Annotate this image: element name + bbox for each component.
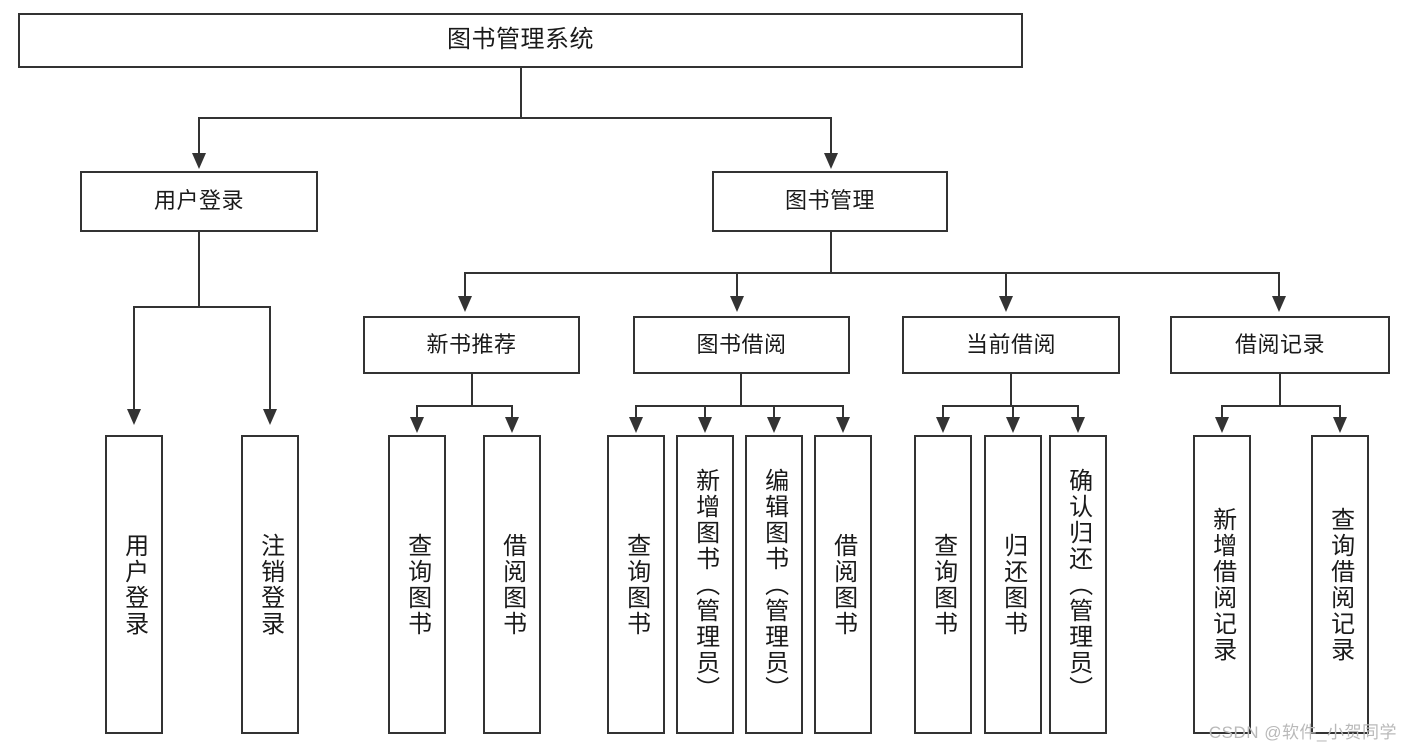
- connector-borrow-records-c1: [1221, 405, 1223, 419]
- arrow-root-to-user-login: [192, 153, 206, 169]
- node-label: 借阅记录: [1234, 331, 1325, 357]
- connector-new-book-c2: [511, 405, 513, 419]
- connector-root-to-user-login: [198, 117, 200, 155]
- connector-current-borrow-trunk: [1010, 374, 1012, 407]
- arrow-to-new-book: [458, 296, 472, 312]
- arrow-current-borrow-c2: [1006, 417, 1020, 433]
- arrow-to-book-borrow: [730, 296, 744, 312]
- arrow-book-borrow-c4: [836, 417, 850, 433]
- node-user-login[interactable]: 用户登录: [80, 171, 318, 232]
- leaf-current-borrow-confirm[interactable]: 确认归还（管理员）: [1049, 435, 1107, 734]
- connector-book-manage-bar: [464, 272, 1280, 274]
- node-label: 新增借阅记录: [1208, 506, 1236, 663]
- connector-current-borrow-c3: [1077, 405, 1079, 419]
- node-label: 借阅图书: [498, 532, 526, 637]
- node-label: 编辑图书（管理员）: [760, 467, 788, 702]
- leaf-new-book-query[interactable]: 查询图书: [388, 435, 446, 734]
- connector-book-borrow-c2: [704, 405, 706, 419]
- leaf-user-login-login[interactable]: 用户登录: [105, 435, 163, 734]
- node-label: 查询图书: [929, 532, 957, 637]
- connector-user-login-trunk: [198, 232, 200, 308]
- arrow-book-borrow-c1: [629, 417, 643, 433]
- node-label: 归还图书: [999, 532, 1027, 637]
- arrow-user-login-left: [127, 409, 141, 425]
- connector-borrow-records-trunk: [1279, 374, 1281, 407]
- arrow-new-book-c1: [410, 417, 424, 433]
- node-label: 新增图书（管理员）: [691, 467, 719, 702]
- node-label: 查询图书: [622, 532, 650, 637]
- connector-current-borrow-bar: [942, 405, 1079, 407]
- arrow-to-current-borrow: [999, 296, 1013, 312]
- connector-new-book-trunk: [471, 374, 473, 407]
- node-current-borrow[interactable]: 当前借阅: [902, 316, 1120, 374]
- connector-book-borrow-c3: [773, 405, 775, 419]
- arrow-current-borrow-c1: [936, 417, 950, 433]
- node-label: 图书借阅: [696, 331, 787, 357]
- leaf-book-borrow-edit[interactable]: 编辑图书（管理员）: [745, 435, 803, 734]
- arrow-book-borrow-c2: [698, 417, 712, 433]
- connector-book-manage-trunk: [830, 232, 832, 274]
- leaf-book-borrow-borrow[interactable]: 借阅图书: [814, 435, 872, 734]
- connector-new-book-bar: [416, 405, 513, 407]
- leaf-book-borrow-add[interactable]: 新增图书（管理员）: [676, 435, 734, 734]
- node-label: 注销登录: [256, 532, 284, 637]
- connector-root-to-book-manage: [830, 117, 832, 155]
- connector-to-current-borrow: [1005, 272, 1007, 298]
- node-label: 用户登录: [153, 188, 244, 214]
- connector-book-borrow-c4: [842, 405, 844, 419]
- connector-to-book-borrow: [736, 272, 738, 298]
- node-label: 查询借阅记录: [1326, 506, 1354, 663]
- connector-borrow-records-bar: [1221, 405, 1341, 407]
- node-label: 借阅图书: [829, 532, 857, 637]
- connector-book-borrow-bar: [635, 405, 844, 407]
- connector-user-login-bar: [133, 306, 270, 308]
- connector-to-borrow-records: [1278, 272, 1280, 298]
- node-borrow-records[interactable]: 借阅记录: [1170, 316, 1390, 374]
- arrow-new-book-c2: [505, 417, 519, 433]
- node-label: 图书管理系统: [447, 26, 594, 54]
- node-new-book-recommend[interactable]: 新书推荐: [363, 316, 580, 374]
- node-label: 图书管理: [784, 188, 875, 214]
- node-label: 查询图书: [403, 532, 431, 637]
- connector-current-borrow-c1: [942, 405, 944, 419]
- node-label: 确认归还（管理员）: [1064, 467, 1092, 702]
- leaf-current-borrow-query[interactable]: 查询图书: [914, 435, 972, 734]
- connector-to-new-book: [464, 272, 466, 298]
- node-root-system[interactable]: 图书管理系统: [18, 13, 1023, 68]
- connector-new-book-c1: [416, 405, 418, 419]
- arrow-root-to-book-manage: [824, 153, 838, 169]
- leaf-book-borrow-query[interactable]: 查询图书: [607, 435, 665, 734]
- connector-root-bar: [198, 117, 832, 119]
- node-book-management[interactable]: 图书管理: [712, 171, 948, 232]
- arrow-borrow-records-c1: [1215, 417, 1229, 433]
- arrow-book-borrow-c3: [767, 417, 781, 433]
- connector-current-borrow-c2: [1012, 405, 1014, 419]
- node-label: 新书推荐: [426, 331, 517, 357]
- arrow-to-borrow-records: [1272, 296, 1286, 312]
- connector-user-login-right: [269, 306, 271, 411]
- arrow-user-login-right: [263, 409, 277, 425]
- arrow-borrow-records-c2: [1333, 417, 1347, 433]
- leaf-user-login-logout[interactable]: 注销登录: [241, 435, 299, 734]
- arrow-current-borrow-c3: [1071, 417, 1085, 433]
- node-label: 用户登录: [120, 532, 148, 637]
- leaf-borrow-records-add[interactable]: 新增借阅记录: [1193, 435, 1251, 734]
- node-book-borrow[interactable]: 图书借阅: [633, 316, 850, 374]
- leaf-new-book-borrow[interactable]: 借阅图书: [483, 435, 541, 734]
- connector-root-trunk: [520, 68, 522, 117]
- leaf-current-borrow-return[interactable]: 归还图书: [984, 435, 1042, 734]
- connector-book-borrow-trunk: [740, 374, 742, 407]
- leaf-borrow-records-query[interactable]: 查询借阅记录: [1311, 435, 1369, 734]
- connector-borrow-records-c2: [1339, 405, 1341, 419]
- connector-book-borrow-c1: [635, 405, 637, 419]
- node-label: 当前借阅: [965, 331, 1056, 357]
- connector-user-login-left: [133, 306, 135, 411]
